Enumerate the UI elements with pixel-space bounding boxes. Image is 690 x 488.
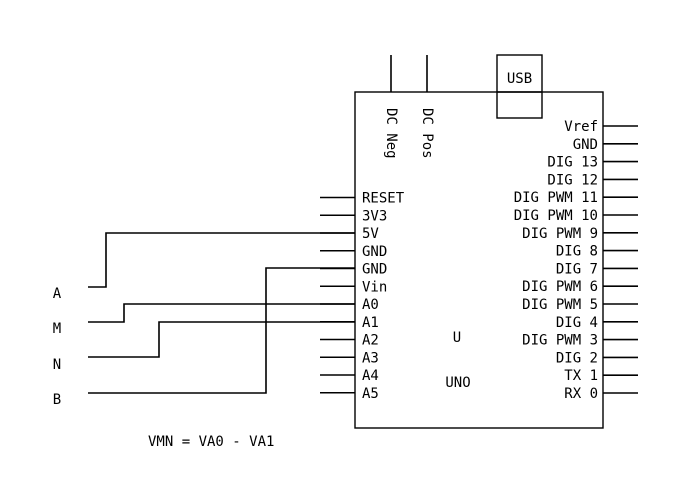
- board-name: UNO: [445, 375, 470, 391]
- right-pin-label-vref-0: Vref: [564, 119, 598, 135]
- wire-n-to-a1: [88, 321, 355, 358]
- left-pin-label-a3-9: A3: [362, 350, 379, 366]
- left-pin-label-a0-6: A0: [362, 297, 379, 313]
- right-pin-label-dig-13-2: DIG 13: [547, 155, 598, 171]
- terminal-b-label: B: [53, 392, 61, 408]
- terminal-n-label: N: [53, 357, 61, 373]
- right-pin-label-dig-2-13: DIG 2: [556, 350, 598, 366]
- right-pin-label-dig-8-7: DIG 8: [556, 244, 598, 260]
- right-pin-label-gnd-1: GND: [573, 137, 598, 153]
- terminal-a-label: A: [53, 286, 62, 302]
- left-pin-label-gnd-4: GND: [362, 262, 387, 278]
- right-pin-label-dig-pwm-6-9: DIG PWM 6: [522, 279, 598, 295]
- right-pin-label-dig-7-8: DIG 7: [556, 261, 598, 277]
- left-pin-label-reset-0: RESET: [362, 191, 405, 207]
- wire-m-to-a0: [88, 303, 355, 323]
- right-pin-label-dig-12-3: DIG 12: [547, 172, 598, 188]
- dc-pos-label: DC Pos: [419, 108, 435, 159]
- formula-text: VMN = VA0 - VA1: [148, 434, 274, 450]
- dc-neg-label: DC Neg: [383, 108, 399, 159]
- left-pin-label-a5-11: A5: [362, 386, 379, 402]
- left-pin-label-vin-5: Vin: [362, 279, 387, 295]
- left-pin-label-a4-10: A4: [362, 368, 379, 384]
- left-pin-label-a1-7: A1: [362, 315, 379, 331]
- right-pin-label-dig-pwm-9-6: DIG PWM 9: [522, 226, 598, 242]
- left-pin-label-a2-8: A2: [362, 333, 379, 349]
- wire-b-to-gnd: [88, 267, 355, 394]
- right-pin-label-dig-pwm-10-5: DIG PWM 10: [514, 208, 598, 224]
- right-pin-label-rx-0-15: RX 0: [564, 386, 598, 402]
- usb-connector: [496, 54, 543, 119]
- right-pin-label-tx-1-14: TX 1: [564, 368, 598, 384]
- left-pin-label-5v-2: 5V: [362, 226, 379, 242]
- uno-board-body: [354, 91, 604, 429]
- usb-label: USB: [507, 71, 532, 87]
- wire-a-to-5v: [88, 232, 355, 288]
- terminal-m-label: M: [53, 321, 61, 337]
- right-pin-label-dig-pwm-11-4: DIG PWM 11: [514, 190, 598, 206]
- right-pin-label-dig-pwm-5-10: DIG PWM 5: [522, 297, 598, 313]
- left-pin-label-gnd-3: GND: [362, 244, 387, 260]
- right-pin-label-dig-pwm-3-12: DIG PWM 3: [522, 333, 598, 349]
- left-pin-label-3v3-1: 3V3: [362, 208, 387, 224]
- right-pin-label-dig-4-11: DIG 4: [556, 315, 598, 331]
- board-designator: U: [453, 330, 461, 346]
